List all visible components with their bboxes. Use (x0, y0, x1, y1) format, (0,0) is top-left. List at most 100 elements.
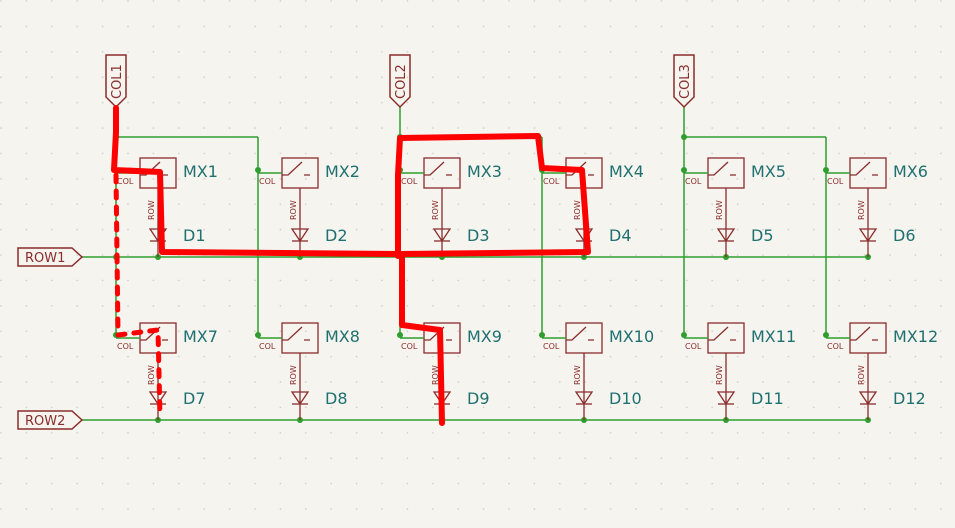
diode-reference: D1 (183, 226, 206, 245)
col-pin-label: COL (685, 342, 702, 351)
diode-body (290, 391, 310, 406)
row1-port[interactable]: ROW1 (17, 247, 84, 267)
row-pin-label: ROW (147, 200, 156, 220)
diode-reference: D10 (609, 389, 642, 408)
diode-reference: D7 (183, 389, 206, 408)
row2-port-label: ROW2 (25, 414, 65, 429)
col-pin-label: COL (827, 342, 844, 351)
row-pin-label: ROW (431, 200, 440, 220)
switch-reference: MX2 (325, 162, 360, 181)
switch-reference: MX1 (183, 162, 218, 181)
row-pin-label: ROW (715, 200, 724, 220)
row-pin-label: ROW (857, 200, 866, 220)
switch-reference: MX5 (751, 162, 786, 181)
col-pin-label: COL (685, 177, 702, 186)
col-pin-label: COL (117, 342, 134, 351)
diode-reference: D6 (893, 226, 916, 245)
diode-body (290, 228, 310, 243)
junction-col-r2-1 (255, 332, 261, 338)
switch-reference: MX11 (751, 327, 796, 346)
diode-reference: D12 (893, 389, 926, 408)
diode-body (858, 228, 878, 243)
diode-reference: D2 (325, 226, 348, 245)
annotation-solid-path-row1 (111, 105, 591, 259)
switch-reference: MX4 (609, 162, 644, 181)
switch-reference: MX10 (609, 327, 654, 346)
switch-contact (566, 326, 594, 341)
diode-reference: D8 (325, 389, 348, 408)
col3-port[interactable]: COL3 (673, 54, 695, 109)
annotation-solid-path-col2 (399, 253, 445, 426)
switch-reference: MX8 (325, 327, 360, 346)
row-pin-label: ROW (573, 200, 582, 220)
col-pin-label: COL (117, 177, 134, 186)
diode-reference: D5 (751, 226, 774, 245)
switch-contact (282, 326, 310, 341)
row2-port[interactable]: ROW2 (17, 410, 84, 430)
col2-port[interactable]: COL2 (389, 54, 411, 109)
junction-col-r1-4 (681, 167, 687, 173)
switch-contact (850, 161, 878, 176)
switch-reference: MX3 (467, 162, 502, 181)
switch-reference: MX9 (467, 327, 502, 346)
col3-port-label: COL3 (678, 64, 693, 99)
col2-port-label: COL2 (394, 64, 409, 99)
junction-col-r2-5 (823, 332, 829, 338)
row-pin-label: ROW (431, 365, 440, 385)
col-pin-label: COL (827, 177, 844, 186)
diode-body (716, 228, 736, 243)
junction-col-r2-2 (397, 332, 403, 338)
junction-top-2 (681, 134, 687, 140)
diode-reference: D11 (751, 389, 784, 408)
row-pin-label: ROW (715, 365, 724, 385)
col1-port[interactable]: COL1 (105, 54, 127, 109)
col-pin-label: COL (401, 342, 418, 351)
switch-reference: MX12 (893, 327, 938, 346)
col-pin-label: COL (543, 342, 560, 351)
col-pin-label: COL (259, 342, 276, 351)
junction-col-r2-3 (539, 332, 545, 338)
row-pin-label: ROW (573, 365, 582, 385)
row-pin-label: ROW (289, 365, 298, 385)
col-pin-label: COL (401, 177, 418, 186)
annotation-dashed-path-mx7 (113, 172, 163, 420)
col-pin-label: COL (543, 177, 560, 186)
diode-reference: D3 (467, 226, 490, 245)
junction-col-r1-1 (255, 167, 261, 173)
col-pin-label: COL (259, 177, 276, 186)
switch-reference: MX6 (893, 162, 928, 181)
switch-contact (282, 161, 310, 176)
diode-reference: D4 (609, 226, 632, 245)
row-pin-label: ROW (857, 365, 866, 385)
row-pin-label: ROW (289, 200, 298, 220)
diode-body (858, 391, 878, 406)
row1-port-label: ROW1 (25, 251, 65, 266)
diode-body (716, 391, 736, 406)
row-pin-label: ROW (147, 365, 156, 385)
red-annotation (111, 105, 591, 426)
junction-col-r1-5 (823, 167, 829, 173)
switch-contact (708, 326, 736, 341)
switch-contact (566, 161, 594, 176)
switch-contact (708, 161, 736, 176)
switch-contact (424, 161, 452, 176)
switch-reference: MX7 (183, 327, 218, 346)
junction-col-r2-4 (681, 332, 687, 338)
switch-contact (850, 326, 878, 341)
diode-reference: D9 (467, 389, 490, 408)
col1-port-label: COL1 (110, 64, 125, 99)
diode-body (574, 391, 594, 406)
